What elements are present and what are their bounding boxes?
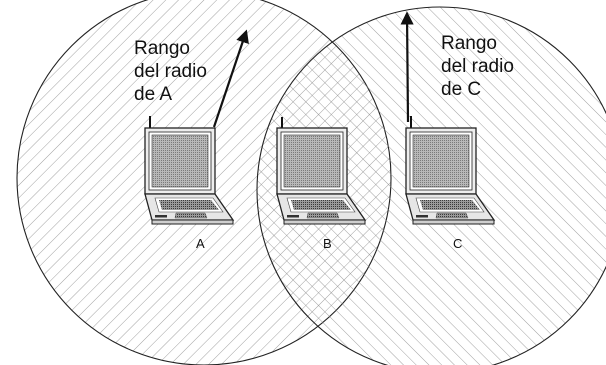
range-label-c-line1: Rango — [441, 33, 497, 54]
range-label-a: Rango del radio de A — [134, 37, 207, 106]
range-label-a-line1: Rango — [134, 38, 190, 59]
range-label-c: Rango del radio de C — [441, 32, 514, 101]
range-label-c-line2: del radio — [441, 56, 514, 77]
node-label-b: B — [323, 236, 332, 251]
node-label-a: A — [196, 236, 205, 251]
range-label-c-line3: de C — [441, 79, 482, 100]
node-label-c: C — [453, 236, 463, 251]
antenna-a-arrow — [212, 29, 249, 128]
range-label-a-line2: del radio — [134, 61, 207, 82]
range-label-a-line3: de A — [134, 84, 173, 105]
antenna-c-arrow — [400, 11, 414, 123]
